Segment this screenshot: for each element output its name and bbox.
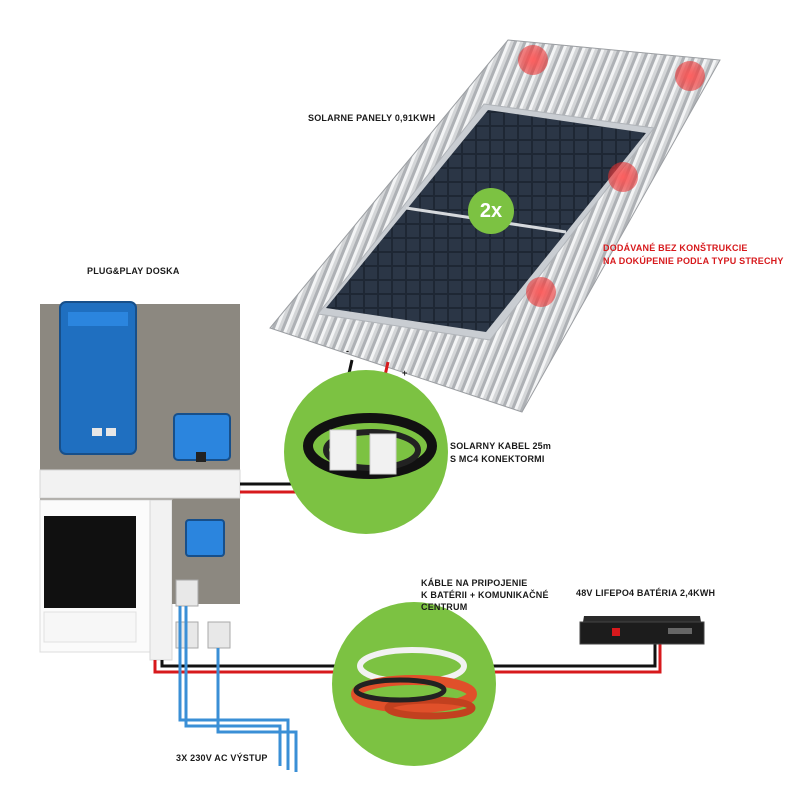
panel-count-badge: 2x <box>468 188 514 234</box>
solar-panels-label: SOLARNE PANELY 0,91KWH <box>308 113 436 123</box>
solar-cable-circle <box>284 370 448 534</box>
ac-output-label: 3X 230V AC VÝSTUP <box>176 753 268 763</box>
solar-cable-label-line1: SOLARNY KABEL 25m <box>450 441 552 451</box>
mppt-charge-controller <box>173 413 231 462</box>
mounting-point-markers <box>518 45 705 307</box>
battery-label: 48V LIFEPO4 BATÉRIA 2,4KWH <box>576 588 716 598</box>
victron-inverter <box>59 301 137 455</box>
battery-cables-label-line3: CENTRUM <box>421 602 468 612</box>
battery-cables-circle <box>332 602 496 766</box>
minus-polarity-label: - <box>346 346 350 356</box>
mounting-note-line1: DODÁVANÉ BEZ KONŠTRUKCIE <box>603 243 748 253</box>
lifepo4-battery <box>579 616 705 645</box>
board-label: PLUG&PLAY DOSKA <box>87 266 180 276</box>
battery-cables-label-line2: K BATÉRII + KOMUNIKAČNÉ <box>421 590 549 600</box>
mounting-note-line2: NA DOKÚPENIE PODĽA TYPU STRECHY <box>603 256 784 266</box>
plus-polarity-label: + <box>402 368 408 378</box>
battery-cables-label-line1: KÁBLE NA PRIPOJENIE <box>421 578 528 588</box>
battery-monitor-module <box>185 519 225 557</box>
solar-cable-label-line2: S MC4 KONEKTORMI <box>450 454 545 464</box>
